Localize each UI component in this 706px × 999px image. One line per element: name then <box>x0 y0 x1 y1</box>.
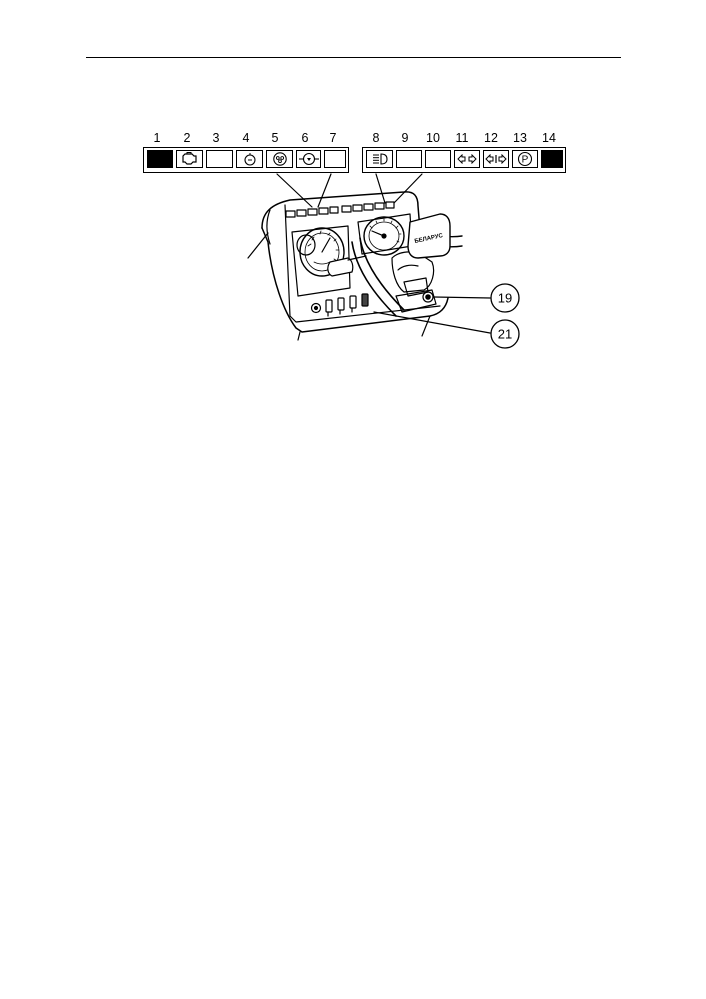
callout-circle-19 <box>490 283 520 313</box>
leader-line-right-a <box>375 173 386 204</box>
indicator-number-5: 5 <box>271 131 279 145</box>
tachometer-gauge <box>357 213 413 256</box>
indicator-8-cell <box>366 150 393 168</box>
indicator-2-cell <box>176 150 203 168</box>
callout-label-21: 21 <box>498 327 512 342</box>
turn-signal-trailer-icon <box>485 154 507 164</box>
steering-column <box>351 237 437 317</box>
indicator-number-10: 10 <box>426 131 440 145</box>
indicator-number-3: 3 <box>212 131 220 145</box>
indicator-number-13: 13 <box>513 131 527 145</box>
leader-line-left-a <box>276 173 313 208</box>
leader-line-right-b <box>393 173 423 204</box>
steering-pressure-icon <box>298 152 319 166</box>
indicator-7-cell <box>324 150 346 168</box>
indicator-number-9: 9 <box>401 131 409 145</box>
panel-indicator-windows <box>285 201 395 218</box>
header-rule <box>86 57 621 58</box>
engine-icon <box>181 152 197 165</box>
callout-circle-21 <box>490 319 520 349</box>
indicator-9-cell <box>396 150 422 168</box>
panel-inner-border <box>284 204 441 323</box>
turn-signal-tractor-icon <box>457 154 477 164</box>
indicator-number-7: 7 <box>329 131 337 145</box>
switch-row <box>310 293 369 317</box>
callout-label-19: 19 <box>498 291 512 306</box>
indicator-4-cell <box>236 150 263 168</box>
indicator-number-8: 8 <box>372 131 380 145</box>
indicator-number-6: 6 <box>301 131 309 145</box>
indicator-number-4: 4 <box>242 131 250 145</box>
indicator-11-cell <box>454 150 480 168</box>
high-beam-icon <box>372 153 388 165</box>
indicator-13-cell: P <box>512 150 538 168</box>
parking-brake-letter: P <box>522 155 529 166</box>
brand-plate <box>407 213 451 259</box>
air-filter-icon <box>272 152 287 166</box>
indicator-6-cell <box>296 150 321 168</box>
indicator-1-dark <box>147 150 173 168</box>
left-gauge-cluster <box>291 225 351 297</box>
indicator-number-14: 14 <box>542 131 556 145</box>
leader-line-bottom <box>421 315 431 337</box>
indicator-3-cell <box>206 150 233 168</box>
indicator-number-1: 1 <box>153 131 161 145</box>
parking-brake-icon: P <box>517 151 533 167</box>
leader-line-left-b <box>317 173 332 208</box>
indicator-14-dark <box>541 150 563 168</box>
indicator-number-11: 11 <box>455 131 469 145</box>
left-indicator-strip <box>143 147 349 173</box>
indicator-5-cell <box>266 150 293 168</box>
indicator-10-cell <box>425 150 451 168</box>
leader-line-19 <box>433 296 491 299</box>
panel-housing-top <box>261 191 421 231</box>
oil-pressure-icon <box>243 153 256 166</box>
indicator-12-cell <box>483 150 509 168</box>
leader-line-21 <box>373 311 491 334</box>
leader-line-left-edge <box>247 232 269 259</box>
panel-housing-outline <box>261 227 449 333</box>
indicator-number-2: 2 <box>183 131 191 145</box>
right-indicator-strip: P <box>362 147 566 173</box>
indicator-number-12: 12 <box>484 131 498 145</box>
